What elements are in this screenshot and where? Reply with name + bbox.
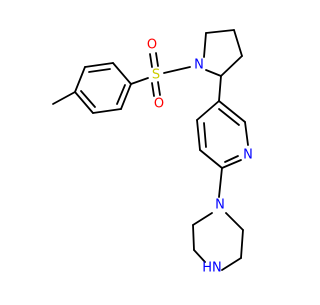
- nitrogen-atom-label: N: [215, 198, 225, 213]
- bond: [221, 159, 242, 169]
- sulfur-atom-label: S: [152, 68, 160, 83]
- bond: [203, 122, 207, 148]
- bond: [196, 100, 220, 121]
- bond: [225, 212, 244, 231]
- bond: [155, 52, 159, 67]
- bond: [149, 53, 153, 68]
- bond: [203, 32, 207, 58]
- bond: [84, 62, 114, 68]
- bond: [116, 84, 126, 105]
- bonds: [52, 29, 249, 271]
- bond: [112, 62, 132, 85]
- bond: [80, 90, 96, 108]
- bond: [205, 69, 222, 77]
- bond: [92, 108, 122, 114]
- bond: [196, 119, 201, 151]
- bond: [218, 100, 246, 123]
- nitrogen-atom-label: HN: [202, 261, 222, 276]
- oxygen-atom-label: O: [154, 97, 164, 112]
- bond: [192, 224, 195, 251]
- bond: [233, 29, 243, 57]
- bond: [130, 77, 149, 85]
- bond: [218, 75, 222, 102]
- bond: [240, 229, 244, 259]
- bond: [192, 212, 213, 226]
- bond: [74, 91, 94, 114]
- oxygen-atom-label: O: [147, 38, 157, 53]
- bond: [151, 82, 155, 97]
- bond: [88, 68, 111, 73]
- structure-canvas: S O O N N N HN: [52, 29, 253, 276]
- bond: [220, 55, 243, 77]
- molecule-structure: S O O N N N HN: [52, 29, 253, 276]
- bond: [74, 66, 86, 93]
- bond: [221, 257, 242, 271]
- bond: [218, 167, 223, 198]
- bond: [244, 121, 249, 146]
- nitrogen-atom-label: N: [194, 58, 204, 73]
- bond: [193, 249, 206, 263]
- bond: [224, 155, 239, 163]
- bond: [120, 83, 132, 110]
- nitrogen-atom-label: N: [243, 148, 253, 163]
- bond: [205, 29, 235, 34]
- atom-labels: S O O N N N HN: [147, 38, 253, 276]
- bond: [163, 66, 191, 74]
- bond: [157, 81, 161, 96]
- bond: [52, 91, 76, 105]
- bond: [218, 108, 240, 126]
- bond: [199, 149, 223, 169]
